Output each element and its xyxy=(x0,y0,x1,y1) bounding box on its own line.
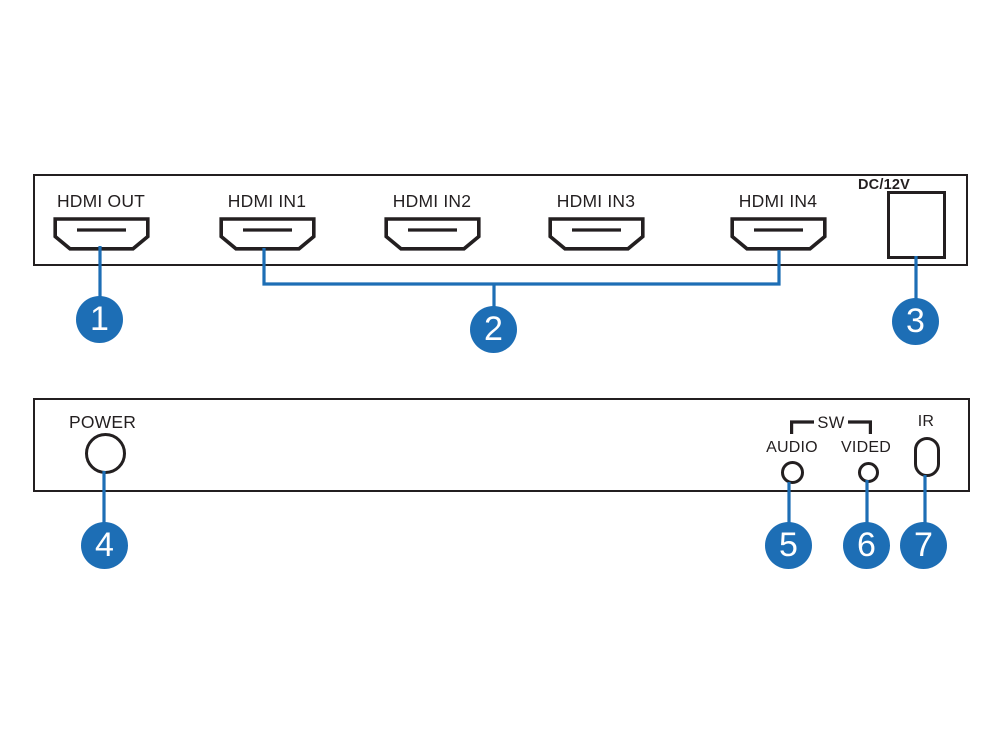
hdmi-in4-label: HDMI IN4 xyxy=(738,191,818,211)
sw-bracket-icon xyxy=(790,420,872,434)
hdmi-in3-label: HDMI IN3 xyxy=(556,191,636,211)
video-led-icon xyxy=(858,462,879,483)
hdmi-port-icon xyxy=(52,217,150,251)
dc-12v-label: DC/12V xyxy=(858,177,910,193)
audio-label: AUDIO xyxy=(766,439,818,456)
audio-led-icon xyxy=(781,461,804,484)
hdmi-in4-port: HDMI IN4 xyxy=(713,191,843,251)
callout-6: 6 xyxy=(843,522,890,569)
rear-panel-outline: HDMI OUT HDMI IN1 HDMI IN2 HDMI IN3 xyxy=(33,174,968,266)
callout-1: 1 xyxy=(76,296,123,343)
callout-4: 4 xyxy=(81,522,128,569)
hdmi-port-icon xyxy=(729,217,827,251)
video-label: VIDED xyxy=(841,439,891,456)
power-button-icon xyxy=(85,433,126,474)
ir-label: IR xyxy=(917,413,935,430)
hdmi-port-icon xyxy=(383,217,481,251)
ir-receiver-icon xyxy=(914,437,940,477)
power-label: POWER xyxy=(69,412,137,432)
hdmi-in1-port: HDMI IN1 xyxy=(202,191,332,251)
hdmi-in2-label: HDMI IN2 xyxy=(392,191,472,211)
sw-label: SW xyxy=(817,414,845,432)
sw-bracket-group: SW xyxy=(790,414,872,436)
hdmi-in2-port: HDMI IN2 xyxy=(367,191,497,251)
callout-3: 3 xyxy=(892,298,939,345)
hdmi-port-icon xyxy=(547,217,645,251)
hdmi-port-icon xyxy=(218,217,316,251)
hdmi-in1-label: HDMI IN1 xyxy=(227,191,307,211)
callout-5: 5 xyxy=(765,522,812,569)
hdmi-in3-port: HDMI IN3 xyxy=(531,191,661,251)
callout-2: 2 xyxy=(470,306,517,353)
hdmi-out-port: HDMI OUT xyxy=(36,191,166,251)
dc-power-jack-icon xyxy=(887,191,946,259)
front-panel-outline: POWER SW AUDIO VIDED IR xyxy=(33,398,970,492)
hdmi-out-label: HDMI OUT xyxy=(56,191,146,211)
callout-7: 7 xyxy=(900,522,947,569)
